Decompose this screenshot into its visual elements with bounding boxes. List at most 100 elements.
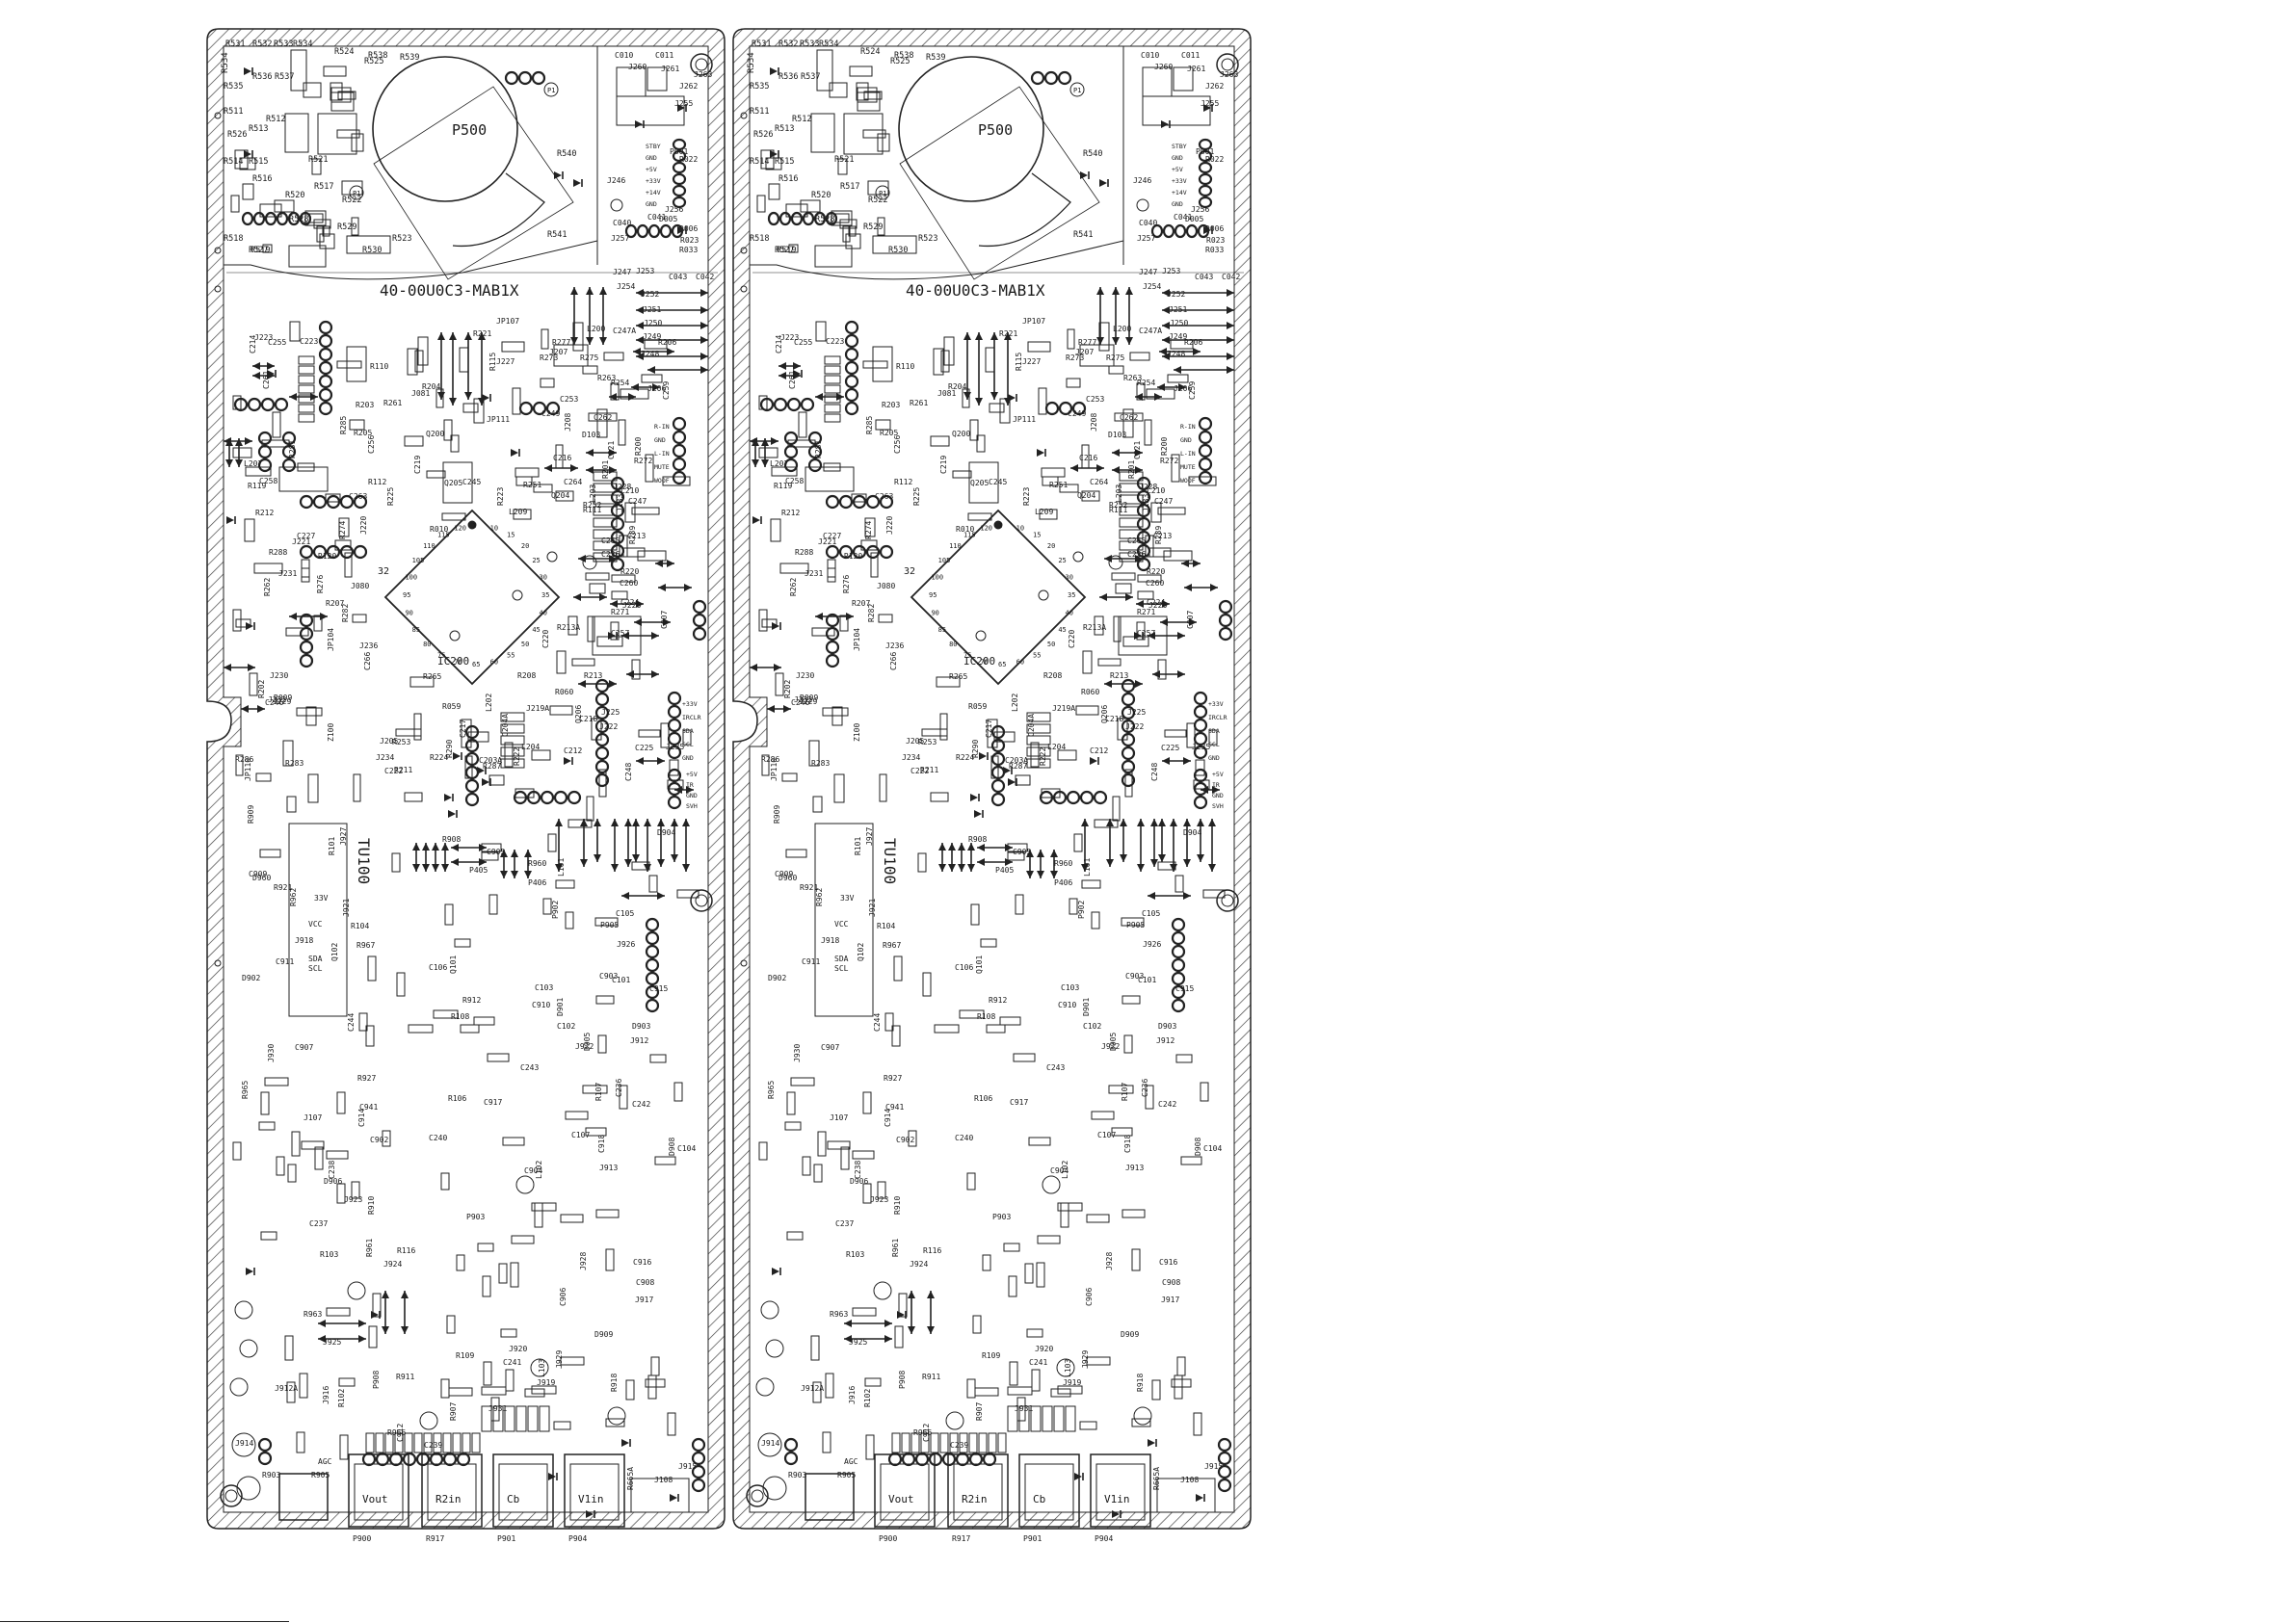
pin-pad [783,458,799,473]
ic-outline-q204 [592,615,642,656]
arrow-jumper-v [524,850,532,878]
arrow-head [225,459,233,467]
diode-symbol [772,622,781,630]
smd-component [959,1009,985,1019]
silk-label: C906 [1085,1288,1094,1306]
silk-label: Q206 [1100,705,1109,723]
resistor-array-element [593,540,618,551]
smd-component [481,851,499,861]
pin-label: +33V [646,177,661,185]
pin-pad [790,211,804,226]
pot-label: P500 [978,121,1013,139]
arrow-jumper-v [412,843,420,872]
pin-pad [1193,795,1208,810]
arrow-head [958,864,965,872]
pin-pad [1043,70,1059,86]
arrow-head [1096,287,1104,295]
pin-pad [1198,161,1213,174]
arrow-head [657,757,665,765]
smd-component [391,852,401,873]
electrolytic-cap [873,1281,892,1300]
arrow-head [908,1291,915,1298]
ic-pin-number: 75 [963,651,971,659]
arrow-jumper-v [599,287,607,345]
smd-component [1086,1356,1111,1366]
silk-label: C249 [1068,409,1086,418]
smd-component [986,1024,1006,1034]
silk-label: R222 [513,747,521,766]
silk-label: J931 [488,1404,507,1413]
pin-pad [786,397,802,412]
silk-label: L210 [1147,486,1165,495]
smd-component [624,502,636,523]
silk-label: C266 [889,652,898,670]
pin-label: L-IN [654,450,670,458]
smd-component [865,1434,875,1460]
edge-marker [740,247,748,254]
pin-label: SDA [682,727,694,735]
silk-label: R112 [368,478,386,486]
ic-outline-q522 [288,245,327,268]
smd-component [1108,365,1124,375]
smd-component [1208,729,1218,746]
resistor-array-element [1026,746,1051,757]
pin-pad [299,211,312,226]
smd-component [1164,729,1187,738]
silk-label: P1 [547,87,555,94]
silk-label: J081 [937,389,956,398]
ic-pin-number: 60 [1016,659,1024,667]
pin-pad [1198,457,1213,472]
pin-pad [257,458,273,473]
ic-mark [449,630,461,641]
silk-label: J930 [793,1044,802,1062]
silk-label: R275 [580,353,598,362]
smd-component [313,615,323,632]
diode-body [477,767,485,774]
silk-label: R286 [235,755,253,764]
resistor-array-element [824,355,841,365]
silk-label: P908 [372,1371,381,1389]
arrow-head [289,393,297,401]
arrow-head [752,459,759,467]
arrow-head [1159,348,1167,355]
pin-pad [1121,678,1136,694]
pin-pad [456,1452,471,1467]
silk-label: J262 [679,82,698,91]
smd-component [1146,388,1175,400]
arrow-head [441,864,449,872]
pin-pad [645,984,660,1000]
smd-component [852,1307,877,1317]
silk-label: R518 [750,234,769,244]
silk-label: Z100 [853,723,861,742]
silk-label: C041 [647,213,666,222]
silk-label: R910 [367,1196,376,1215]
smd-component [605,1418,625,1427]
silk-label: C239 [950,1441,968,1450]
smd-component [372,1293,382,1318]
silk-label: R211 [394,766,412,774]
ic-pin-number: 50 [1047,641,1055,648]
ic-pin-number: 90 [405,610,412,617]
resistor-array-element [1119,529,1144,539]
silk-label: J262 [1205,82,1224,91]
pin-pad [312,544,328,560]
silk-label: R903 [262,1471,280,1479]
silk-label: R116 [923,1246,941,1255]
silk-label: C240 [429,1134,447,1142]
diode-symbol [770,150,779,158]
pin-pad [1121,772,1136,788]
arrow-head [610,600,618,608]
arrow-head [700,306,708,314]
arrow-head [771,437,779,445]
electrolytic-cap-large [762,1476,787,1501]
silk-label: R960 [528,859,546,868]
ic-pin-number: 1 [472,522,476,530]
silk-label: JP110 [244,758,252,781]
silk-label: C902 [896,1136,914,1144]
arrow-head [636,322,644,329]
silk-label: R513 [775,124,794,134]
silk-label: R523 [918,234,937,244]
silk-label: R289 [628,526,637,544]
pin-pad [1198,149,1213,163]
smd-component [1186,722,1196,748]
